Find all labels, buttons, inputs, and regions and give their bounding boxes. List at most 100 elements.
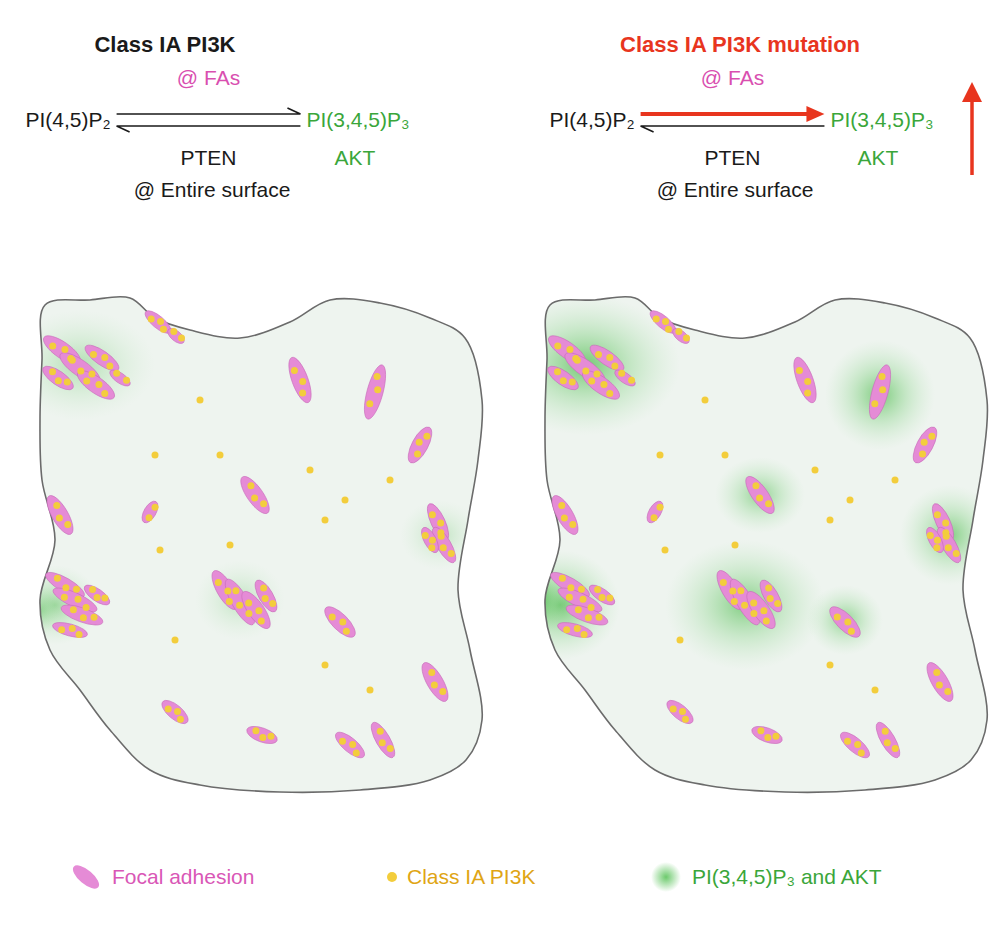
pi3k-dot bbox=[260, 500, 267, 507]
pi3k-dot bbox=[944, 688, 951, 695]
pi3k-dot bbox=[431, 681, 438, 688]
pi3k-dot bbox=[595, 351, 602, 358]
pi3k-dot bbox=[844, 619, 851, 626]
pi3k-dot bbox=[574, 357, 581, 364]
pip3-glow bbox=[500, 550, 620, 660]
pip3-glow bbox=[400, 500, 480, 570]
pi3k-dot bbox=[662, 318, 669, 325]
cell-outline bbox=[40, 297, 483, 793]
focal-adhesion bbox=[750, 723, 785, 747]
pip3-glow bbox=[195, 560, 285, 640]
annotation: @ Entire surface bbox=[657, 177, 814, 202]
pi3k-dot bbox=[827, 662, 834, 669]
pi3k-dot bbox=[197, 397, 204, 404]
pi3k-dot bbox=[618, 370, 625, 377]
pi3k-dot bbox=[262, 595, 269, 602]
legend-entry: Focal adhesion bbox=[68, 862, 254, 892]
pi3k-dot bbox=[563, 626, 570, 633]
lipid-name: PI(4,5)P₂ bbox=[25, 107, 110, 132]
focal-adhesion bbox=[865, 363, 895, 421]
pi3k-dot bbox=[919, 450, 926, 457]
pi3k-dot bbox=[215, 579, 222, 586]
legend-text: PI(3,4,5)P₃ and AKT bbox=[692, 865, 881, 889]
pi3k-dot bbox=[428, 669, 435, 676]
pi3k-dot bbox=[260, 584, 267, 591]
pi3k-dot bbox=[594, 586, 601, 593]
pi3k-dot bbox=[56, 514, 63, 521]
legend-swatch bbox=[385, 862, 399, 892]
pi3k-dot bbox=[170, 328, 177, 335]
lipid-node: PI(3,4,5)P₃ bbox=[826, 105, 937, 134]
pi3k-dot bbox=[76, 631, 83, 638]
pi3k-dot bbox=[757, 727, 764, 734]
focal-adhesion bbox=[789, 355, 820, 406]
pi3k-dot bbox=[387, 745, 394, 752]
focal-adhesion bbox=[360, 363, 390, 421]
pi3k-dot bbox=[251, 494, 258, 501]
pi3k-dot bbox=[729, 587, 736, 594]
pi3k-dot bbox=[227, 542, 234, 549]
panel-heading: Class IA PI3K mutation bbox=[620, 32, 860, 58]
pi3k-dot bbox=[414, 450, 421, 457]
focal-adhesion bbox=[417, 659, 453, 705]
pi3k-dot bbox=[178, 335, 185, 342]
pip3-glow bbox=[900, 485, 1000, 585]
annotation: AKT bbox=[335, 145, 376, 170]
pi3k-dot bbox=[342, 497, 349, 504]
pip3-glow bbox=[807, 585, 883, 655]
pi3k-dot bbox=[665, 326, 672, 333]
pi3k-dot bbox=[152, 504, 159, 511]
pi3k-dot bbox=[606, 390, 613, 397]
pi3k-dot bbox=[774, 600, 781, 607]
pi3k-dot bbox=[299, 378, 306, 385]
cell bbox=[5, 297, 483, 793]
focal-adhesion bbox=[644, 499, 666, 526]
pi3k-dot bbox=[165, 705, 172, 712]
pi3k-dot bbox=[567, 584, 574, 591]
increase-arrowhead bbox=[962, 82, 982, 102]
reaction-arrow bbox=[117, 126, 301, 132]
pi3k-dot bbox=[858, 749, 865, 756]
pi3k-dot bbox=[429, 511, 436, 518]
pi3k-dot bbox=[49, 342, 56, 349]
pi3k-dot bbox=[94, 594, 101, 601]
pi3k-dot bbox=[177, 716, 184, 723]
pi3k-dot bbox=[871, 400, 878, 407]
pi3k-dot bbox=[884, 739, 891, 746]
pi3k-dot bbox=[61, 594, 68, 601]
pi3k-dot bbox=[834, 614, 841, 621]
pi3k-dot bbox=[80, 614, 87, 621]
pi3k-dot bbox=[83, 604, 90, 611]
pi3k-dot bbox=[160, 326, 167, 333]
pi3k-dot bbox=[343, 628, 350, 635]
pi3k-dot bbox=[796, 367, 803, 374]
focal-adhesion bbox=[165, 326, 187, 347]
arrow-shaft bbox=[641, 112, 813, 116]
focal-adhesion bbox=[825, 602, 865, 642]
arrow-shaft bbox=[641, 126, 825, 132]
pi3k-dot bbox=[945, 544, 952, 551]
pi3k-dot bbox=[437, 519, 444, 526]
focal-adhesion bbox=[933, 524, 965, 566]
pi3k-dot bbox=[448, 550, 455, 557]
annotation: AKT bbox=[858, 145, 899, 170]
pi3k-dot bbox=[953, 550, 960, 557]
legend-swatch bbox=[68, 862, 104, 892]
pi3k-dot bbox=[936, 681, 943, 688]
pi3k-dot bbox=[933, 669, 940, 676]
pi3k-dot bbox=[943, 533, 950, 540]
pi3k-dot bbox=[854, 741, 861, 748]
pi3k-dot bbox=[847, 497, 854, 504]
pi3k-dot bbox=[741, 602, 748, 609]
pi3k-dot bbox=[269, 600, 276, 607]
pi3k-dot bbox=[657, 504, 664, 511]
pi3k-dot bbox=[428, 544, 435, 551]
pi3k-dot bbox=[628, 377, 635, 384]
pi3k-dot bbox=[157, 318, 164, 325]
legend-text: Focal adhesion bbox=[112, 865, 254, 889]
pi3k-dot bbox=[299, 390, 306, 397]
pi3k-dot bbox=[157, 547, 164, 554]
pi3k-dot bbox=[892, 745, 899, 752]
pi3k-dot bbox=[83, 377, 90, 384]
